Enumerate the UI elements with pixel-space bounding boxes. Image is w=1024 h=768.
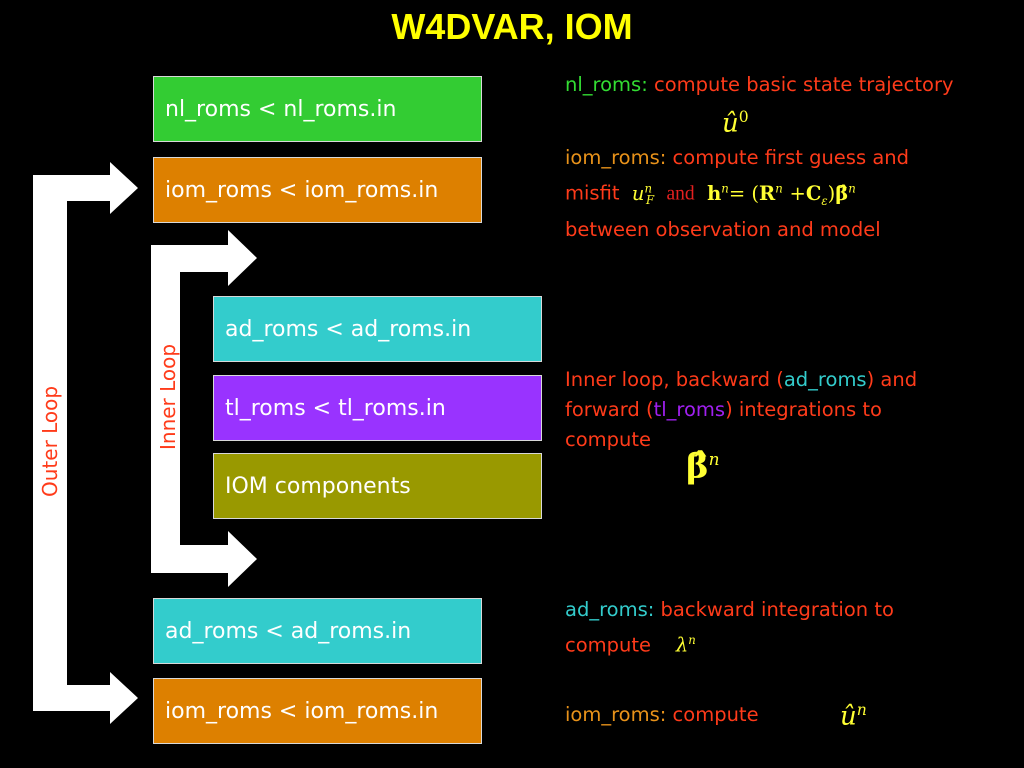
math-u-hat-0: û0 xyxy=(722,108,749,139)
note-text: compute first guess and xyxy=(672,146,910,169)
note-ad-roms: ad_roms: backward integration to compute… xyxy=(565,598,894,657)
outer-loop-label: Outer Loop xyxy=(38,385,62,497)
iom-roms-box-label: iom_roms < iom_roms.in xyxy=(165,177,439,203)
ad-roms-box-label: ad_roms < ad_roms.in xyxy=(165,618,412,644)
note-text: compute basic state trajectory xyxy=(653,73,954,96)
inner-loop-label: Inner Loop xyxy=(156,343,180,450)
math-lambda-n: λ xyxy=(675,633,689,657)
iom-roms-box-label: iom_roms < iom_roms.in xyxy=(165,698,439,724)
note-iom-roms-final: iom_roms: compute xyxy=(565,703,759,726)
ad-roms-inner-box: ad_roms < ad_roms.in xyxy=(213,296,542,362)
tl-roms-box-label: tl_roms < tl_roms.in xyxy=(225,395,446,421)
slide-title: W4DVAR, IOM xyxy=(391,6,633,47)
math-h-equation: hn= (Rn +Cε)β̂n xyxy=(707,181,856,208)
tl-roms-box: tl_roms < tl_roms.in xyxy=(213,375,542,441)
iom-components-box-label: IOM components xyxy=(225,473,411,499)
iom-components-box: IOM components xyxy=(213,453,542,519)
note-nl-roms: nl_roms: compute basic state trajectory xyxy=(565,70,954,100)
math-beta-hat-n: β̂n xyxy=(686,446,720,487)
note-prefix: iom_roms: xyxy=(565,146,667,169)
note-inner-loop: Inner loop, backward (ad_roms) and forwa… xyxy=(565,368,918,451)
outer-loop-arrow xyxy=(33,162,138,724)
ad-roms-box-label: ad_roms < ad_roms.in xyxy=(225,316,472,342)
iom-roms-box-first: iom_roms < iom_roms.in xyxy=(153,157,482,223)
math-u-F-n: unF xyxy=(631,181,655,208)
note-prefix: nl_roms: xyxy=(565,73,648,96)
note-iom-roms-first: iom_roms: compute first guess and misfit… xyxy=(565,146,910,242)
nl-roms-box: nl_roms < nl_roms.in xyxy=(153,76,482,142)
iom-roms-box-final: iom_roms < iom_roms.in xyxy=(153,678,482,744)
ad-roms-outer-box: ad_roms < ad_roms.in xyxy=(153,598,482,664)
math-u-hat-n: ûn xyxy=(840,701,867,732)
nl-roms-box-label: nl_roms < nl_roms.in xyxy=(165,96,397,122)
inner-loop-arrow xyxy=(151,230,257,587)
